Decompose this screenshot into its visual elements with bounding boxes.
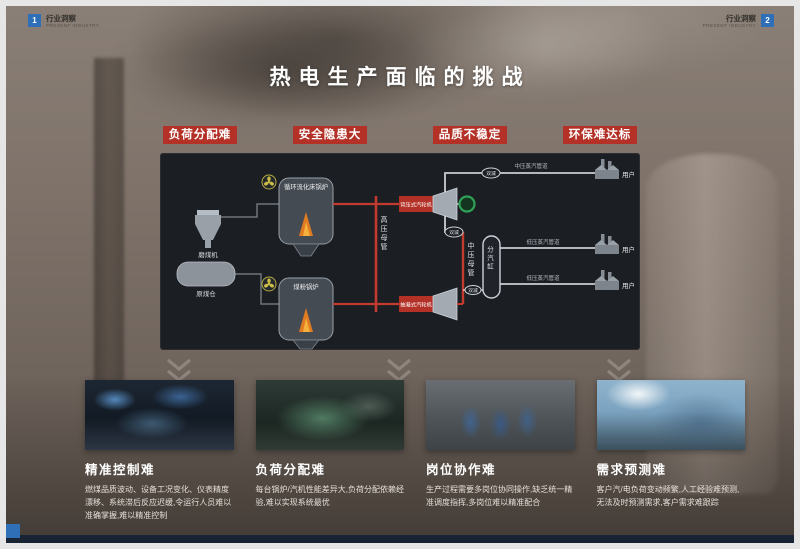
factory-icon <box>595 276 619 281</box>
power-plant-photo <box>596 380 745 450</box>
challenge-cards: 精准控制难 燃煤品质波动、设备工况变化、仪表精度漂移、系统滞后反应迟缓,令运行人… <box>85 380 745 523</box>
section-sublabel-left: PRESENT INDUSTRY <box>46 23 100 28</box>
challenge-tag-load: 负荷分配难 <box>163 126 237 144</box>
reducing-valve-mid: 双减 <box>444 226 464 238</box>
factory-icon <box>595 240 619 245</box>
cfb-boiler-label: 循环流化床锅炉 <box>284 182 328 191</box>
extraction-turbine-label: 抽凝式汽轮机 <box>400 301 432 309</box>
radiation-icon <box>261 174 277 190</box>
coal-bunker: 原煤仓 <box>176 261 236 298</box>
card-precision-control: 精准控制难 燃煤品质波动、设备工况变化、仪表精度漂移、系统滞后反应迟缓,令运行人… <box>85 380 234 523</box>
challenge-tag-environment: 环保难达标 <box>563 126 637 144</box>
card-description: 客户汽/电负荷变动频繁,人工经验难预测,无法及时预测需求,客户需求难跟踪 <box>596 485 740 508</box>
user-mid: 用户 <box>595 234 635 254</box>
reducing-valve-low-label: 双减 <box>468 287 478 294</box>
process-flow-diagram: 磨煤机 原煤仓 <box>176 159 635 350</box>
backpressure-turbine-label: 背压式汽轮机 <box>400 201 432 209</box>
challenge-tag-quality: 品质不稳定 <box>433 126 507 144</box>
section-sublabel-right: PRESENT INDUSTRY <box>702 23 756 28</box>
card-description: 每台锅炉/汽机性能差异大,负荷分配依赖经验,难以实现系统最优 <box>255 485 404 508</box>
card-load-distribution: 负荷分配难 每台锅炉/汽机性能差异大,负荷分配依赖经验,难以实现系统最优 <box>255 380 404 523</box>
mp-pipe-label: 中压蒸汽管道 <box>514 162 548 170</box>
control-room-photo <box>85 380 234 450</box>
coal-bunker-label: 原煤仓 <box>196 289 216 298</box>
coal-mill: 磨煤机 <box>195 210 221 259</box>
card-title: 精准控制难 <box>85 463 156 477</box>
factory-icon <box>595 165 619 170</box>
reducing-valve-top: 双减 <box>481 167 501 179</box>
footer-bar <box>6 535 794 543</box>
page-title: 热电生产面临的挑战 <box>269 66 531 89</box>
user-top-label: 用户 <box>622 170 635 179</box>
turbine-hall-photo <box>255 380 404 450</box>
card-demand-forecast: 需求预测难 客户汽/电负荷变动频繁,人工经验难预测,无法及时预测需求,客户需求难… <box>596 380 745 523</box>
extraction-condensing-turbine: 抽凝式汽轮机 <box>399 287 458 321</box>
workers-photo <box>426 380 575 450</box>
card-title: 需求预测难 <box>596 463 667 477</box>
card-title: 岗位协作难 <box>426 463 497 477</box>
coal-feed-pipe-top <box>221 203 279 218</box>
user-low: 用户 <box>595 270 635 290</box>
reducing-valve-mid-label: 双减 <box>449 229 459 236</box>
page-number-left: 1 <box>28 14 41 27</box>
page-number-right: 2 <box>761 14 774 27</box>
lp-pipe-low-label: 低压蒸汽管道 <box>526 274 560 282</box>
mp-header-label: 中压母管 <box>467 242 474 278</box>
steam-cylinder-label: 分汽缸 <box>485 246 493 272</box>
backpressure-turbine: 背压式汽轮机 <box>399 187 458 221</box>
slide: 1 行业洞察 PRESENT INDUSTRY 行业洞察 PRESENT IND… <box>6 6 794 543</box>
hp-header-label: 高压母管 <box>380 216 387 252</box>
card-description: 生产过程需要多岗位协同操作,缺乏统一精准调度指挥,多岗位难以精准配合 <box>426 485 573 508</box>
card-team-coordination: 岗位协作难 生产过程需要多岗位协同操作,缺乏统一精准调度指挥,多岗位难以精准配合 <box>426 380 575 523</box>
reducing-valve-low: 双减 <box>464 285 482 295</box>
card-description: 燃煤品质波动、设备工况变化、仪表精度漂移、系统滞后反应迟缓,令运行人员难以准确掌… <box>85 485 232 521</box>
user-mid-label: 用户 <box>622 245 635 254</box>
user-top: 用户 <box>595 159 635 179</box>
mp-steam-pipe-top <box>444 172 595 192</box>
radiation-icon <box>261 276 277 292</box>
coal-feed-pipe-bottom <box>235 273 279 305</box>
reducing-valve-top-label: 双减 <box>486 170 496 177</box>
generator-icon <box>458 195 476 213</box>
section-label-left: 行业洞察 <box>46 14 76 23</box>
coal-mill-label: 磨煤机 <box>198 250 218 259</box>
cfb-boiler: 循环流化床锅炉 <box>278 177 334 257</box>
page-badge-left: 1 行业洞察 PRESENT INDUSTRY <box>28 14 99 28</box>
footer-accent-square <box>6 524 20 538</box>
process-diagram-panel: 磨煤机 原煤仓 <box>160 153 640 350</box>
lp-pipe-mid-label: 低压蒸汽管道 <box>526 238 560 246</box>
steam-distribution-cylinder <box>482 235 501 299</box>
pulverized-coal-boiler: 煤粉锅炉 <box>278 277 334 350</box>
card-title: 负荷分配难 <box>255 463 326 477</box>
smoke-plume-bg <box>116 12 446 127</box>
page-badge-right: 行业洞察 PRESENT INDUSTRY 2 <box>703 14 774 28</box>
user-low-label: 用户 <box>622 281 635 290</box>
steam-plume-bg <box>404 6 674 96</box>
challenge-tag-safety: 安全隐患大 <box>293 126 367 144</box>
section-label-right: 行业洞察 <box>726 14 756 23</box>
pc-boiler-label: 煤粉锅炉 <box>293 282 318 291</box>
